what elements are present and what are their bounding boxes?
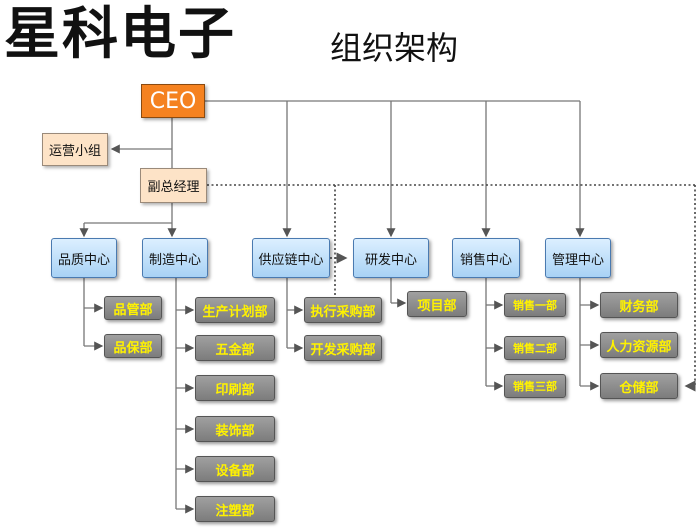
center-management: 管理中心 [545,238,611,278]
dept-warehouse: 仓储部 [600,373,678,399]
dept-injection-molding: 注塑部 [195,496,275,522]
ops-group-box: 运营小组 [42,133,108,166]
dept-hardware: 五金部 [195,335,275,361]
dept-sales-1: 销售一部 [504,293,566,317]
chart-subtitle: 组织架构 [330,29,459,67]
center-quality: 品质中心 [51,238,117,278]
dept-execution-purchasing: 执行采购部 [304,297,382,323]
dept-sales-3: 销售三部 [504,374,566,398]
dept-quality-assurance: 品保部 [104,334,162,358]
dept-production-planning: 生产计划部 [195,297,275,323]
dept-project: 项目部 [407,291,467,317]
ceo-box: CEO [141,84,205,118]
dept-finance: 财务部 [600,292,678,318]
center-sales: 销售中心 [452,238,520,278]
center-rnd: 研发中心 [353,238,429,278]
dept-equipment: 设备部 [195,456,275,482]
dept-development-purchasing: 开发采购部 [304,335,382,361]
dept-sales-2: 销售二部 [504,336,566,360]
dept-decoration: 装饰部 [195,416,275,442]
deputy-gm-box: 副总经理 [140,168,207,203]
center-supply-chain: 供应链中心 [252,238,330,278]
company-title: 星科电子 [4,2,236,67]
dept-printing: 印刷部 [195,375,275,401]
dept-quality-control: 品管部 [104,296,162,320]
dept-human-resources: 人力资源部 [600,332,678,358]
center-manufacturing: 制造中心 [142,238,208,278]
